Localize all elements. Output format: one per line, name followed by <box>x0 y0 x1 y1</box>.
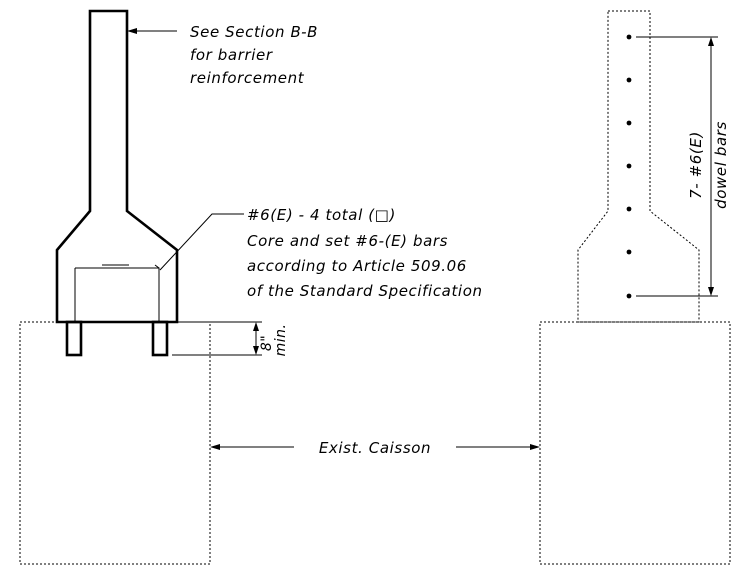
bars-note-line-3: according to Article 509.06 <box>247 257 467 275</box>
embed-depth-qualifier: min. <box>273 324 289 357</box>
caisson-callout: Exist. Caisson <box>210 439 540 457</box>
bars-note-line-4: of the Standard Specification <box>247 282 483 300</box>
section-ref-line-2: for barrier <box>190 46 273 64</box>
bars-note-line-2: Core and set #6-(E) bars <box>247 232 448 250</box>
barrier-outline-right <box>577 10 700 323</box>
embed-depth-label: 8" <box>259 335 275 351</box>
dowel-desc-label: dowel bars <box>712 121 730 209</box>
existing-caisson-left <box>19 321 211 565</box>
dowel-count-label: 7- #6(E) <box>687 131 705 199</box>
caisson-arrow-left <box>210 444 220 450</box>
dowel-dot <box>626 77 632 83</box>
embed-arrow-top <box>253 322 259 331</box>
existing-caisson-right <box>539 321 731 565</box>
left-elevation-view: See Section B-B for barrier reinforcemen… <box>19 9 483 565</box>
dowel-bar-right <box>151 320 169 357</box>
section-ref-line-1: See Section B-B <box>190 23 318 41</box>
caisson-arrow-right <box>530 444 540 450</box>
dowel-bar-left <box>65 320 83 357</box>
dowel-dot <box>626 206 632 212</box>
dowel-dot <box>626 120 632 126</box>
dowel-dot <box>626 249 632 255</box>
dowel-dot <box>626 293 632 299</box>
dowel-arrow-top <box>708 37 714 46</box>
bars-note-line-1: #6(E) - 4 total (□) <box>247 206 396 224</box>
bars-note-leader <box>159 213 244 271</box>
reinforcing-bar <box>74 264 160 322</box>
section-ref-arrow <box>127 28 137 34</box>
caisson-label: Exist. Caisson <box>319 439 431 457</box>
section-ref-line-3: reinforcement <box>190 69 305 87</box>
embed-arrow-bottom <box>253 346 259 355</box>
right-elevation-view: 7- #6(E) dowel bars <box>539 10 731 565</box>
dowel-dot <box>626 34 632 40</box>
dowel-arrow-bottom <box>708 287 714 296</box>
dowel-dot <box>626 163 632 169</box>
